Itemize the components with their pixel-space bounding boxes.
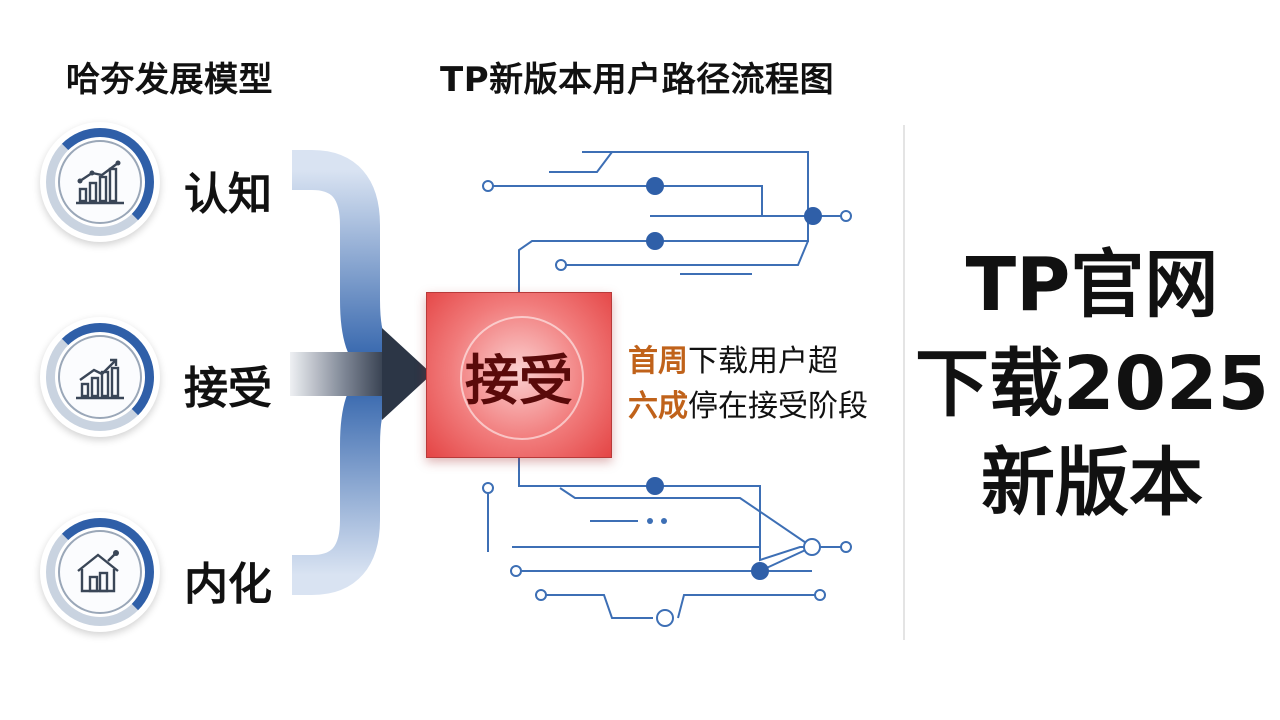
stage-acceptance-badge <box>40 317 160 437</box>
connector-arrow-shaft <box>290 352 390 396</box>
stage-acceptance-label: 接受 <box>184 363 272 414</box>
flowchart-title: TP新版本用户路径流程图 <box>440 60 835 100</box>
stage-internalization-badge <box>40 512 160 632</box>
circuit-lower-nodes <box>482 432 852 627</box>
circuit-upper-nodes <box>482 177 852 310</box>
acceptance-highlight-box: 接受 <box>426 292 612 458</box>
side-headline-line-1: TP官网 <box>965 242 1219 328</box>
note-text-2: 停在接受阶段 <box>688 389 868 424</box>
note-highlight-sixty-percent: 六成 <box>628 389 688 424</box>
note-line-1: 首周下载用户超 <box>628 336 838 380</box>
stage-awareness-badge <box>40 122 160 242</box>
model-title: 哈夯发展模型 <box>66 60 273 100</box>
connector-arrow-head <box>382 328 432 420</box>
note-highlight-first-week: 首周 <box>628 344 688 379</box>
highlight-box-label: 接受 <box>465 348 573 412</box>
stage-internalization-label: 内化 <box>184 559 272 610</box>
note-text-1: 下载用户超 <box>688 344 838 379</box>
connector-arm-top <box>292 150 390 379</box>
stage-awareness-label: 认知 <box>184 169 272 220</box>
bar-chart-trend-icon <box>76 160 124 205</box>
vertical-divider <box>903 125 905 640</box>
side-headline-line-3: 新版本 <box>981 440 1203 526</box>
circuit-lower <box>487 458 845 619</box>
growth-chart-icon <box>76 358 124 400</box>
note-line-2: 六成停在接受阶段 <box>628 381 868 425</box>
side-headline-line-2: 下载2025 <box>915 341 1269 427</box>
house-growth-icon <box>77 550 119 593</box>
circuit-upper <box>488 151 845 292</box>
connector-arm-bottom <box>292 366 390 595</box>
